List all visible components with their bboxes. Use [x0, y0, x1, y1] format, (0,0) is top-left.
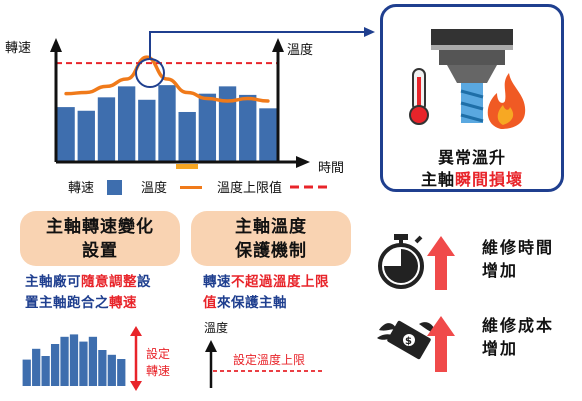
stopwatch-icon [378, 234, 424, 289]
mini-temp-axis-arrow [205, 340, 217, 352]
mini-temp-limit-label: 設定溫度上限 [233, 352, 305, 367]
speed-setting-box: 主軸轉速變化 設置 [20, 211, 180, 266]
mini-speed-bar [41, 356, 50, 386]
speed-bar [178, 111, 196, 162]
temp-protection-title1: 主軸溫度 [235, 216, 307, 237]
legend-limit-label: 溫度上限值 [217, 180, 282, 196]
speed-desc-highlight: 轉速 [109, 295, 137, 311]
spindle-head [439, 49, 505, 65]
spindle-band [431, 45, 513, 50]
alert-text: 異常溫升 主軸瞬間損壞 [383, 147, 561, 191]
alert-line2: 主軸瞬間損壞 [383, 169, 561, 191]
mini-speed-bar [98, 350, 107, 386]
set-speed-label-2: 轉速 [146, 364, 170, 378]
speed-bar [158, 85, 176, 162]
temp-desc-highlight: 不超過溫度上限 [231, 274, 329, 290]
callout-connector [149, 31, 368, 59]
maintenance-cost-text: 維修成本 增加 [482, 314, 554, 360]
flying-money-icon: $ [377, 320, 437, 360]
spindle-nose [447, 65, 497, 83]
speed-desc-part: 設 [137, 274, 151, 290]
mini-speed-bar [88, 336, 98, 386]
temp-protection-box: 主軸溫度 保護機制 [191, 211, 351, 266]
callout-arrowhead [364, 27, 375, 37]
temperature-line [64, 55, 270, 103]
speed-setting-title2: 設置 [82, 240, 118, 261]
maintenance-time-text: 維修時間 增加 [482, 236, 554, 282]
y-right-label: 溫度 [287, 42, 313, 58]
y-axis-left-arrow [50, 38, 62, 52]
temp-desc-part: 來保護主軸 [217, 295, 287, 311]
spindle-head-top [431, 29, 513, 49]
x-axis-label: 時間 [318, 161, 344, 176]
mini-speed-bar [117, 359, 126, 386]
alert-box: 異常溫升 主軸瞬間損壞 [380, 4, 564, 192]
alert-line2-highlight: 瞬間損壞 [455, 170, 524, 189]
alert-line1: 異常溫升 [437, 148, 506, 167]
speed-range-arrow-up [130, 326, 142, 336]
alert-line2-plain: 主軸 [420, 170, 455, 189]
time-marker [176, 164, 198, 169]
fire-icon [487, 73, 526, 129]
cost-outcome-icons: $ [377, 316, 455, 372]
speed-bar [218, 86, 237, 162]
mini-speed-chart: 設定 轉速 [22, 326, 170, 391]
speed-bar [198, 93, 217, 162]
speed-bar [259, 108, 277, 162]
main-chart: 轉速 溫度 時間 轉速 溫度 溫度上限值 [5, 27, 375, 196]
speed-setting-title1: 主軸轉速變化 [46, 216, 154, 237]
speed-bar [57, 107, 75, 162]
mini-speed-bars [22, 334, 126, 386]
mini-speed-bar [22, 359, 31, 386]
mini-speed-bar [50, 344, 60, 386]
speed-range-arrow-down [130, 381, 142, 391]
spindle-illustration [409, 29, 526, 129]
maintenance-cost-line2: 增加 [482, 339, 519, 358]
speed-desc-part: 置主軸跑合之 [25, 295, 109, 311]
legend-speed-label: 轉速 [68, 181, 94, 196]
up-arrow-icon [427, 316, 455, 372]
thermometer-icon [409, 68, 429, 125]
temp-protection-title2: 保護機制 [235, 240, 307, 261]
speed-bar [97, 97, 116, 162]
up-arrow-icon [427, 236, 455, 290]
time-outcome-icons [378, 234, 455, 290]
svg-text:$: $ [405, 336, 412, 347]
mini-temp-chart: 溫度 設定溫度上限 [204, 320, 325, 388]
set-speed-label-1: 設定 [146, 346, 170, 361]
speed-description: 主軸廠可隨意調整設 置主軸跑合之轉速 [25, 272, 151, 314]
speed-bars [57, 85, 277, 162]
temp-description: 轉速不超過溫度上限 值來保護主軸 [203, 272, 329, 314]
mini-speed-bar [107, 354, 116, 386]
x-axis-arrow [296, 156, 310, 168]
temp-desc-part: 轉速 [203, 274, 231, 290]
legend-speed-swatch [107, 180, 122, 195]
mini-speed-bar [60, 336, 69, 386]
mini-temp-axis-label: 溫度 [204, 320, 228, 335]
legend-temp-swatch [180, 186, 202, 189]
legend-temp-label: 溫度 [141, 180, 167, 196]
maintenance-time-line2: 增加 [482, 261, 519, 280]
speed-bar [138, 99, 156, 162]
temp-desc-highlight: 值 [203, 295, 217, 311]
speed-bar [117, 86, 136, 162]
maintenance-cost-line1: 維修成本 [482, 316, 555, 335]
maintenance-time-line1: 維修時間 [482, 238, 555, 257]
tool-flutes [460, 89, 484, 123]
y-axis-right-arrow [272, 38, 284, 52]
mini-speed-bar [69, 334, 79, 386]
speed-bar [239, 94, 257, 162]
speed-bar [77, 110, 95, 162]
speed-desc-highlight: 隨意調整 [81, 274, 137, 290]
mini-speed-bar [32, 348, 41, 386]
y-left-label: 轉速 [5, 41, 31, 56]
speed-desc-part: 主軸廠可 [25, 274, 81, 290]
mini-speed-bar [79, 341, 88, 386]
